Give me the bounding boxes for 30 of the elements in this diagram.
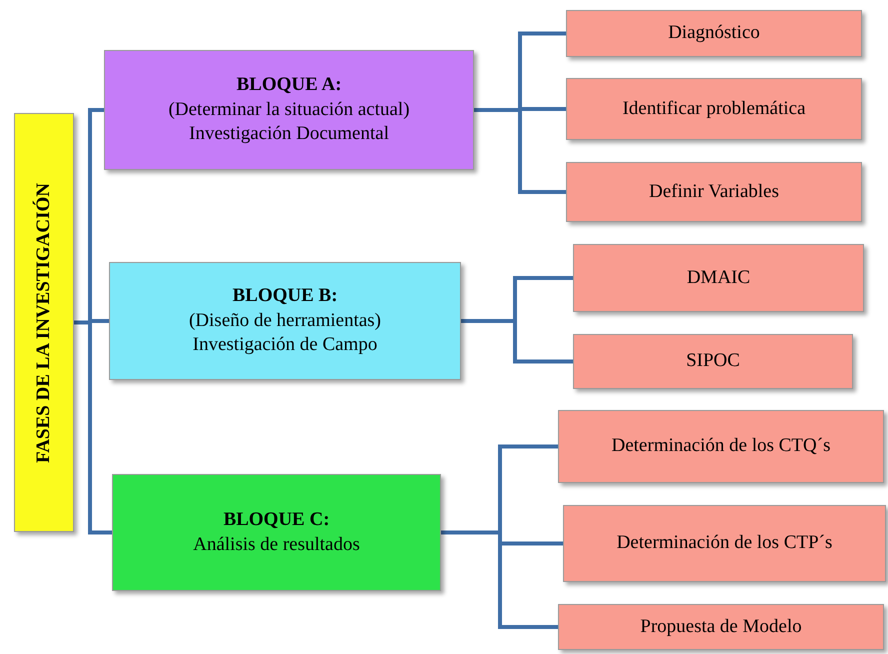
title-bar — [14, 113, 74, 532]
vertical-title: FASES DE LA INVESTIGACIÓN — [33, 182, 55, 462]
step-box — [566, 78, 862, 140]
block-box — [109, 262, 461, 380]
step-label: (Determinar la situación actual) — [168, 98, 410, 122]
connector-line — [74, 320, 112, 534]
block-heading: BLOQUE A: — [236, 72, 342, 97]
step-box — [573, 244, 864, 312]
step-box — [566, 162, 862, 222]
step-label: SIPOC — [686, 349, 740, 374]
step-label: Determinación de los CTQ´s — [612, 434, 830, 458]
step-label: Determinación de los CTP´s — [616, 531, 832, 556]
block-heading: BLOQUE B: — [232, 284, 338, 308]
step-label: Análisis de resultados — [193, 532, 360, 556]
block-box — [112, 474, 441, 591]
step-box — [563, 505, 886, 582]
step-label: Diagnóstico — [668, 21, 760, 46]
step-label: Propuesta de Modelo — [640, 614, 802, 639]
step-label: Investigación Documental — [189, 122, 389, 146]
block-box — [104, 50, 474, 170]
step-label: Definir Variables — [649, 180, 779, 204]
step-label: Identificar problemática — [622, 96, 806, 121]
step-box — [566, 10, 862, 57]
block-heading: BLOQUE C: — [223, 508, 330, 532]
step-label: DMAIC — [686, 266, 750, 290]
step-label: Investigación de Campo — [192, 333, 378, 358]
step-label: (Diseño de herramientas) — [188, 308, 382, 333]
step-box — [558, 410, 884, 483]
step-box — [573, 334, 853, 389]
step-box — [558, 604, 884, 650]
